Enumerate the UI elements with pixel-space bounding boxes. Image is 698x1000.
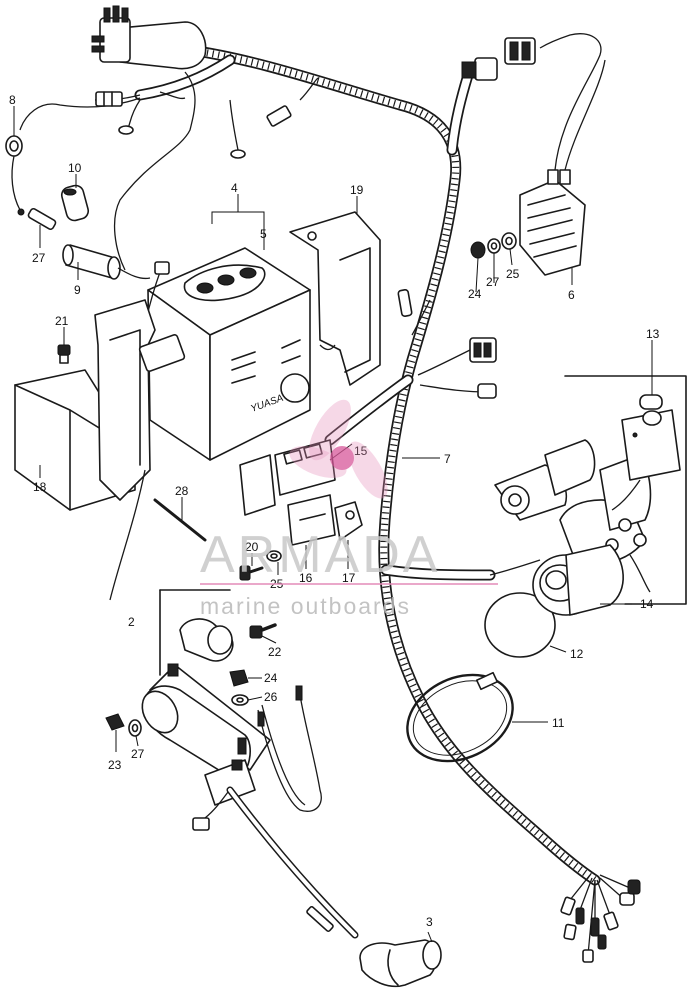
part-19-bracket [289, 211, 381, 386]
callout-16: 16 [299, 571, 313, 585]
part-18-battery-tray [14, 299, 186, 601]
callout-13: 13 [646, 327, 660, 341]
washers-top-right [470, 232, 517, 259]
watermark-tagline: marine outboards [200, 593, 411, 619]
callout-29: 27 [32, 251, 46, 265]
callout-24-mid: 24 [264, 671, 278, 685]
callout-17: 17 [342, 571, 356, 585]
watermark-brand: ARMADA [200, 526, 440, 584]
callout-12: 12 [570, 647, 584, 661]
part-26-washer [128, 719, 142, 737]
wires-top-left [19, 71, 319, 271]
callout-22: 22 [268, 645, 282, 659]
callout-28: 28 [175, 484, 189, 498]
part-23-nut [105, 713, 125, 731]
part-11-clamp [406, 671, 514, 763]
part-29-fuse [27, 207, 57, 231]
callout-3: 3 [426, 915, 433, 929]
callout-9: 9 [74, 283, 81, 297]
part-7-connectors [397, 289, 497, 399]
callout-21: 21 [55, 314, 69, 328]
leader-lines [13, 106, 653, 943]
callout-7: 7 [444, 452, 451, 466]
callout-23: 23 [108, 758, 122, 772]
part-3-spark-plug-cap [226, 786, 442, 988]
part-27-washer-mid [231, 694, 249, 706]
callout-5: 5 [260, 227, 267, 241]
part-6-rectifier [519, 33, 606, 276]
part-13-switch [611, 394, 681, 511]
callout-2: 2 [128, 615, 135, 629]
top-connectors [461, 37, 536, 81]
callout-4: 4 [231, 181, 238, 195]
part-20-bolt [239, 565, 264, 581]
callout-26: 27 [131, 747, 145, 761]
part-8-grommet [5, 135, 25, 216]
callout-20: 20 [245, 540, 259, 554]
part-21-bolt [57, 344, 71, 364]
watermark: ARMADA marine outboards [200, 399, 498, 619]
callout-8: 8 [9, 93, 16, 107]
callout-27-top: 27 [486, 275, 500, 289]
part-4-battery: YUASA [134, 247, 311, 461]
part-12-gauge [484, 544, 624, 658]
part-9-condenser [62, 244, 151, 280]
part-10-fuse-holder [60, 184, 90, 222]
watermark-propeller-logo [289, 399, 388, 499]
part-22-bolt [249, 623, 277, 639]
callout-labels: 8 10 4 5 19 27 9 24 27 25 6 21 13 15 7 1… [9, 93, 660, 929]
ignition-connector-top [91, 5, 207, 70]
callout-14: 14 [640, 597, 654, 611]
main-wire-harness [134, 44, 601, 886]
callout-6: 6 [568, 288, 575, 302]
callout-10: 10 [68, 161, 82, 175]
part-25-washer-mid [266, 550, 282, 562]
callout-18: 18 [33, 480, 47, 494]
callout-19: 19 [350, 183, 364, 197]
part-17-bracket [334, 501, 363, 541]
part-16-regulator [287, 494, 336, 546]
harness-end-connectors [560, 874, 641, 963]
callout-25-top: 25 [506, 267, 520, 281]
callout-11: 11 [552, 716, 565, 730]
part-24-nut-mid [229, 669, 249, 687]
callout-24-top: 24 [468, 287, 482, 301]
part-15-relay [239, 439, 336, 516]
part-14-gauge-assembly [494, 375, 687, 605]
callout-15: 15 [354, 444, 368, 458]
callout-27-mid: 26 [264, 690, 278, 704]
part-2-ignition-coil [141, 589, 322, 831]
